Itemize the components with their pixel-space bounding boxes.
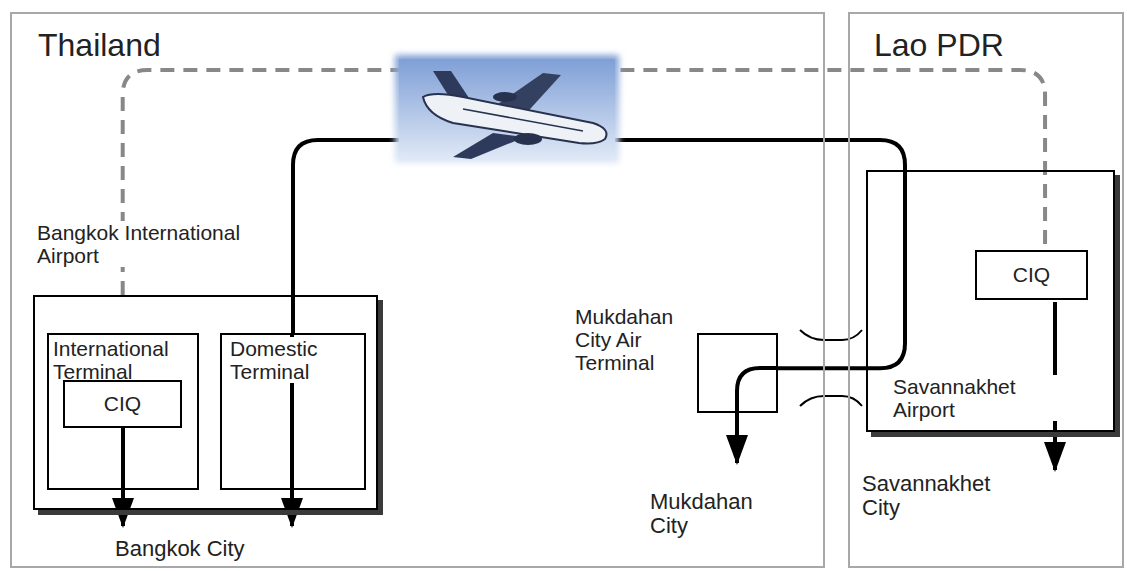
terminal-box: International TerminalCIQ (47, 333, 199, 490)
city-label: Mukdahan City (650, 490, 775, 538)
node-label: Lao PDR (874, 28, 1004, 63)
node-label: Thailand (38, 28, 161, 63)
air-terminal-box: Mukdahan City Air Terminal (697, 333, 778, 413)
airport-box: Bangkok International AirportInternation… (33, 295, 378, 510)
city-label: Savannakhet City (862, 472, 997, 520)
node-label: Bangkok International Airport (37, 221, 287, 267)
ciq-box: CIQ (63, 380, 182, 428)
node-label: Savannakhet Airport (893, 375, 1063, 421)
terminal-box: Domestic Terminal (220, 333, 366, 490)
node-label: CIQ (1013, 263, 1050, 286)
ciq-box: CIQ (975, 250, 1088, 300)
arrival-arrow (737, 368, 778, 463)
airport-box: Savannakhet Airport CIQ (866, 170, 1115, 432)
node-label: International Terminal (53, 337, 193, 383)
bridge-symbol (800, 396, 862, 406)
arrival-arrow (121, 428, 125, 526)
node-label: Domestic Terminal (230, 337, 360, 383)
country-region: ThailandBangkok International AirportInt… (10, 12, 825, 568)
node-label: CIQ (104, 392, 141, 415)
node-label: Mukdahan City Air Terminal (575, 305, 693, 374)
city-label: Bangkok City (115, 537, 245, 561)
bridge-symbol (800, 330, 862, 340)
